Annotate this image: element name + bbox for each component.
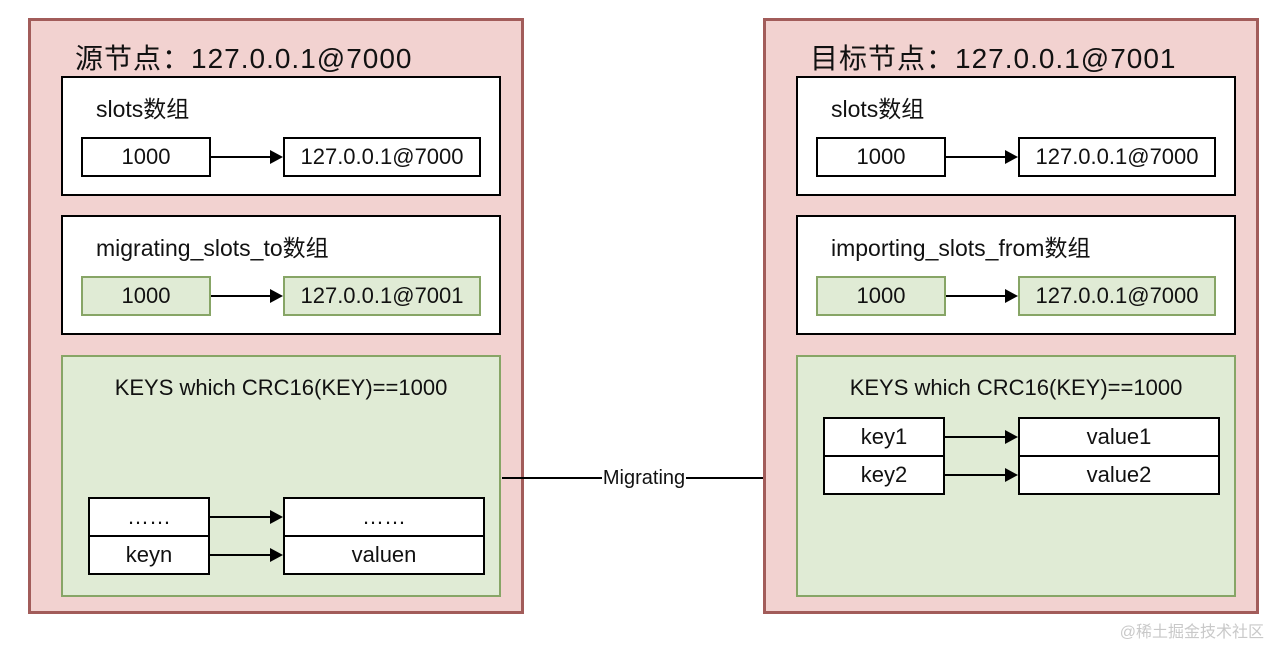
key-cell: key2 bbox=[823, 455, 945, 495]
table-row: key2 value2 bbox=[798, 455, 1234, 495]
target-importing-node-cell: 127.0.0.1@7000 bbox=[1018, 276, 1216, 316]
right-arrow bbox=[210, 547, 283, 563]
source-slots-slot-cell: 1000 bbox=[81, 137, 211, 177]
source-slots-box: slots数组 1000 127.0.0.1@7000 bbox=[61, 76, 501, 196]
target-keys-table: key1 value1 key2 value2 bbox=[798, 417, 1234, 495]
target-slots-box: slots数组 1000 127.0.0.1@7000 bbox=[796, 76, 1236, 196]
key-cell: key1 bbox=[823, 417, 945, 457]
arrow-line bbox=[210, 516, 270, 518]
source-migrating-slot-cell: 1000 bbox=[81, 276, 211, 316]
source-migrating-box-label: migrating_slots_to数组 bbox=[96, 235, 329, 261]
arrow-line bbox=[210, 554, 270, 556]
table-row: keyn valuen bbox=[63, 535, 499, 575]
arrow-head-icon bbox=[1005, 468, 1018, 482]
right-arrow bbox=[946, 288, 1018, 304]
right-arrow bbox=[946, 149, 1018, 165]
value-cell: value1 bbox=[1018, 417, 1220, 457]
target-node-panel: 目标节点：127.0.0.1@7001 slots数组 1000 127.0.0… bbox=[763, 18, 1259, 614]
key-cell: keyn bbox=[88, 535, 210, 575]
watermark: @稀土掘金技术社区 bbox=[1119, 624, 1264, 641]
source-keys-box-title: KEYS which CRC16(KEY)==1000 bbox=[114, 375, 448, 400]
right-arrow bbox=[945, 467, 1018, 483]
target-node-title: 目标节点：127.0.0.1@7001 bbox=[810, 43, 1177, 74]
target-importing-box-label: importing_slots_from数组 bbox=[831, 235, 1091, 261]
value-cell: valuen bbox=[283, 535, 485, 575]
arrow-line bbox=[502, 477, 602, 479]
arrow-line bbox=[211, 156, 270, 158]
target-keys-box-title: KEYS which CRC16(KEY)==1000 bbox=[849, 375, 1183, 400]
source-migrating-node-cell: 127.0.0.1@7001 bbox=[283, 276, 481, 316]
arrow-head-icon bbox=[270, 510, 283, 524]
source-keys-box: KEYS which CRC16(KEY)==1000 …… …… keyn bbox=[61, 355, 501, 597]
arrow-head-icon bbox=[1005, 289, 1018, 303]
arrow-head-icon bbox=[1005, 430, 1018, 444]
right-arrow bbox=[945, 429, 1018, 445]
target-slots-slot-cell: 1000 bbox=[816, 137, 946, 177]
right-arrow bbox=[211, 149, 283, 165]
arrow-line bbox=[686, 477, 787, 479]
arrow-line bbox=[945, 436, 1005, 438]
arrow-line bbox=[211, 295, 270, 297]
right-arrow bbox=[210, 509, 283, 525]
migration-arrow-label: Migrating bbox=[602, 466, 686, 489]
target-importing-slot-cell: 1000 bbox=[816, 276, 946, 316]
key-cell: …… bbox=[88, 497, 210, 537]
source-node-panel: 源节点：127.0.0.1@7000 slots数组 1000 127.0.0.… bbox=[28, 18, 524, 614]
source-node-title: 源节点：127.0.0.1@7000 bbox=[75, 43, 413, 74]
arrow-line bbox=[946, 295, 1005, 297]
arrow-line bbox=[946, 156, 1005, 158]
arrow-line bbox=[945, 474, 1005, 476]
target-importing-box: importing_slots_from数组 1000 127.0.0.1@70… bbox=[796, 215, 1236, 335]
table-row: key1 value1 bbox=[798, 417, 1234, 457]
source-slots-box-label: slots数组 bbox=[96, 96, 190, 122]
arrow-head-icon bbox=[270, 548, 283, 562]
source-migrating-box: migrating_slots_to数组 1000 127.0.0.1@7001 bbox=[61, 215, 501, 335]
table-row: …… …… bbox=[63, 497, 499, 537]
target-keys-box: KEYS which CRC16(KEY)==1000 key1 value1 … bbox=[796, 355, 1236, 597]
target-slots-node-cell: 127.0.0.1@7000 bbox=[1018, 137, 1216, 177]
target-slots-box-label: slots数组 bbox=[831, 96, 925, 122]
source-keys-table: …… …… keyn valuen bbox=[63, 497, 499, 575]
migration-arrow: Migrating bbox=[502, 462, 801, 494]
arrow-head-icon bbox=[270, 289, 283, 303]
arrow-head-icon bbox=[1005, 150, 1018, 164]
arrow-head-icon bbox=[270, 150, 283, 164]
right-arrow bbox=[211, 288, 283, 304]
source-slots-node-cell: 127.0.0.1@7000 bbox=[283, 137, 481, 177]
value-cell: …… bbox=[283, 497, 485, 537]
value-cell: value2 bbox=[1018, 455, 1220, 495]
